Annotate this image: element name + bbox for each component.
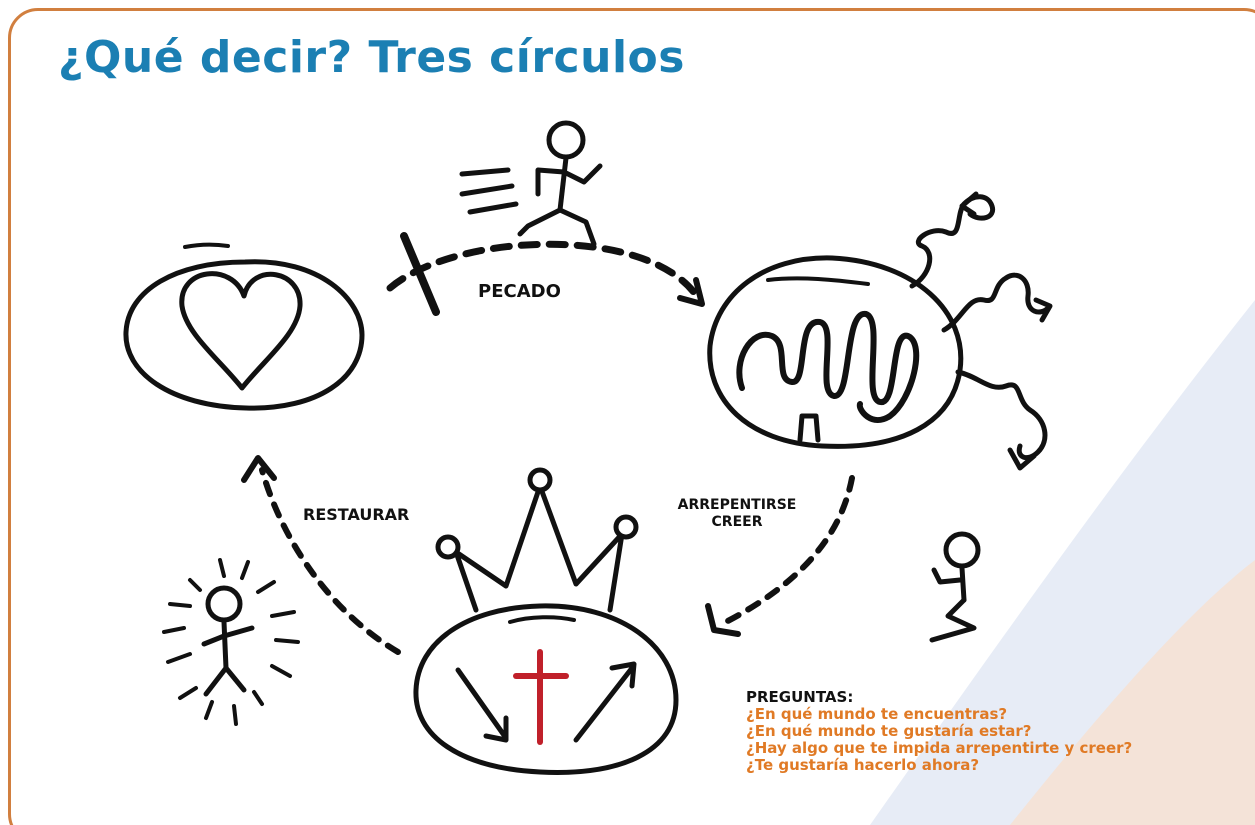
repent-believe-label: ARREPENTIRSE CREER [662, 497, 812, 531]
kneeling-figure-icon [929, 531, 981, 643]
question-item: ¿Te gustaría hacerlo ahora? [746, 756, 980, 774]
believe-label: CREER [711, 514, 763, 530]
heart-icon [179, 271, 303, 391]
down-arrow-icon [455, 667, 509, 743]
gospel-circle [413, 603, 679, 775]
sin-arrow-head-icon [677, 277, 705, 307]
question-item: ¿En qué mundo te gustaría estar? [746, 722, 1032, 740]
zigzag-icon [736, 311, 920, 424]
cross-icon [513, 649, 569, 745]
squiggle-middle [941, 272, 1051, 333]
brokenness-circle [707, 255, 964, 449]
running-figure-icon [459, 120, 603, 247]
design-circle [123, 242, 365, 411]
radiant-lines [162, 558, 300, 726]
restore-arrow-head-icon [241, 455, 277, 483]
page-title: ¿Qué decir? Tres círculos [58, 32, 685, 83]
break-slash-icon [400, 232, 440, 316]
questions-block: PREGUNTAS: ¿En qué mundo te encuentras? … [746, 689, 1132, 774]
squiggle-top [909, 194, 996, 289]
repent-arrow-head-icon [705, 603, 741, 637]
squiggle-bottom [955, 369, 1048, 461]
crown-icon [435, 467, 639, 613]
repent-arrow [705, 475, 855, 637]
squiggle-arrow-bottom-icon [1007, 447, 1037, 471]
sin-arrow [386, 232, 705, 316]
restore-arrow [241, 455, 401, 655]
questions-heading: PREGUNTAS: [746, 688, 854, 706]
radiant-figure-icon [201, 585, 255, 697]
door-icon [797, 413, 821, 443]
up-arrow-icon [573, 661, 637, 743]
repent-label: ARREPENTIRSE [677, 497, 797, 513]
restore-label: RESTAURAR [303, 505, 410, 524]
squiggle-arrow-middle-icon [1033, 297, 1053, 323]
sin-label: PECADO [478, 281, 561, 302]
question-item: ¿Hay algo que te impida arrepentirte y c… [746, 739, 1133, 757]
question-item: ¿En qué mundo te encuentras? [746, 705, 1008, 723]
squiggle-arrow-top-icon [959, 191, 979, 217]
